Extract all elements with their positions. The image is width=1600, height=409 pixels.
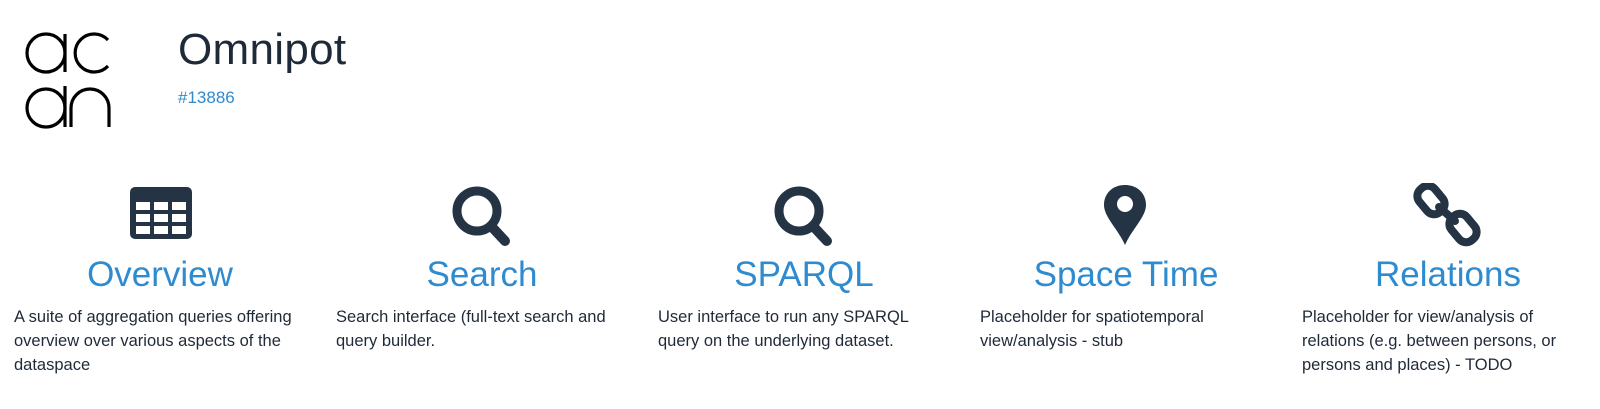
acdh-logo [25,32,111,129]
page-title: Omnipot [178,25,347,74]
module-description-space-time: Placeholder for spatiotemporal view/anal… [980,308,1204,350]
module-relations: Relations Placeholder for view/analysis … [1288,175,1600,405]
module-description-overview: A suite of aggregation queries offering … [14,308,292,374]
module-sparql: SPARQL User interface to run any SPARQL … [644,175,964,405]
module-title-space-time[interactable]: Space Time [1033,255,1219,294]
module-grid: Overview A suite of aggregation queries … [0,175,1600,409]
module-overview: Overview A suite of aggregation queries … [0,175,320,405]
search-icon[interactable] [769,183,839,247]
module-title-sparql[interactable]: SPARQL [734,255,874,294]
module-title-relations[interactable]: Relations [1375,255,1521,294]
module-space-time: Space Time Placeholder for spatiotempora… [966,175,1286,405]
module-description-sparql: User interface to run any SPARQL query o… [658,308,909,350]
search-icon[interactable] [447,183,517,247]
table-icon[interactable] [126,183,196,247]
module-title-search[interactable]: Search [426,255,538,294]
module-title-overview[interactable]: Overview [87,255,233,294]
record-id-link[interactable]: #13886 [178,88,235,107]
module-description-relations: Placeholder for view/analysis of relatio… [1302,308,1557,374]
link-icon[interactable] [1413,183,1483,247]
map-marker-icon[interactable] [1090,183,1160,247]
module-search: Search Search interface (full-text searc… [322,175,642,405]
module-description-search: Search interface (full-text search and q… [336,308,606,350]
